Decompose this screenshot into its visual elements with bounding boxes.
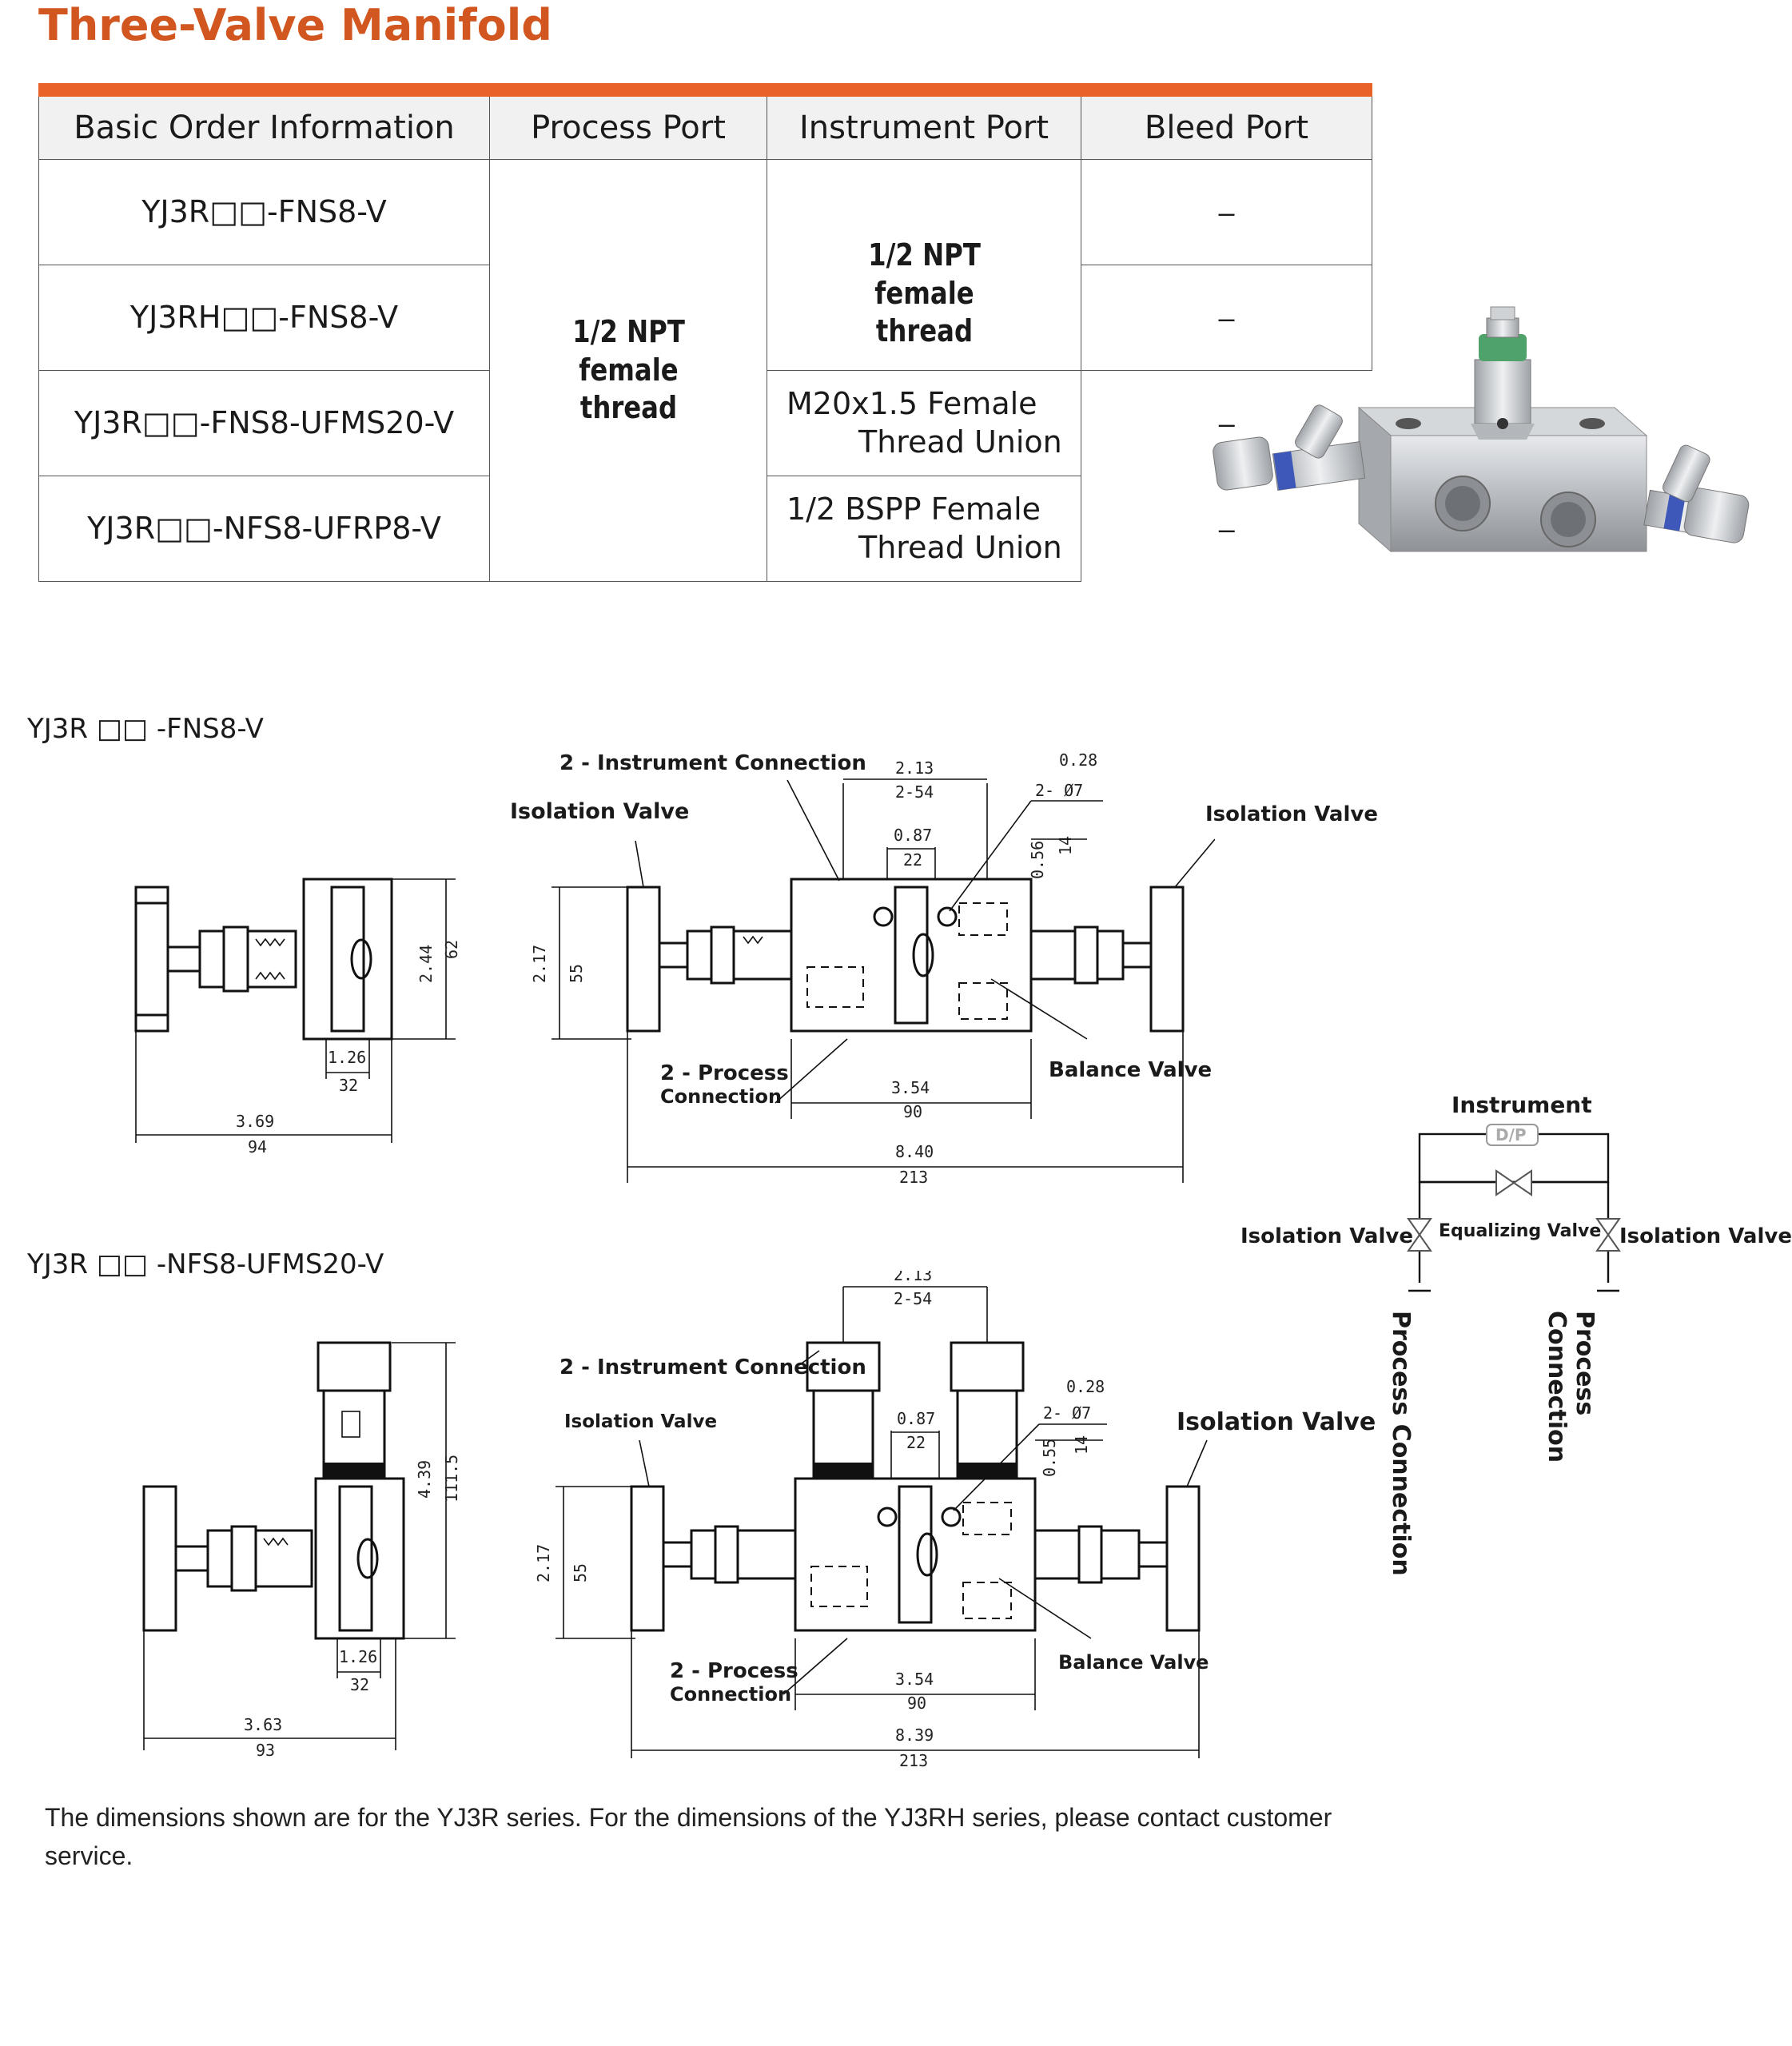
dim-side-w-in: 1.26 (328, 1048, 366, 1067)
diagram1-front-view: 2.17 55 2.13 2-54 0.87 22 0.28 2- Ø7 0.5… (530, 751, 1215, 1187)
dim-total-in: 8.39 (895, 1726, 934, 1745)
dim-body-w-in: 3.54 (891, 1078, 930, 1097)
dim-top-mm: 2-54 (894, 1289, 932, 1308)
instrument-port-bspp-cell: 1/2 BSPP Female Thread Union (767, 476, 1081, 582)
dim-height-in: 2.17 (530, 945, 549, 983)
dim-side-w-mm: 32 (350, 1675, 369, 1694)
union-line-1: 1/2 BSPP Female (786, 492, 1041, 527)
dim-total-mm: 213 (899, 1751, 928, 1770)
diagram2-instrument-connection-label: 2 - Instrument Connection (560, 1355, 866, 1379)
dim-top-in: 2.13 (894, 1271, 932, 1284)
dim-height-mm: 55 (567, 964, 586, 983)
diagram2-side-view: 4.39 111.5 1.26 32 3.63 93 (142, 1341, 461, 1760)
header-basic-order: Basic Order Information (38, 90, 490, 160)
schematic-dp-label: D/P (1495, 1125, 1527, 1144)
dim-body-w-mm: 90 (907, 1694, 926, 1713)
diagram1-balance-valve-label: Balance Valve (1049, 1058, 1213, 1082)
page-title: Three-Valve Manifold (38, 0, 552, 50)
diagram1-instrument-connection-label: 2 - Instrument Connection (560, 751, 866, 775)
process-connection-line-1: 2 - Process (670, 1659, 798, 1683)
union-line-1: M20x1.5 Female (786, 386, 1037, 421)
header-instrument-port: Instrument Port (767, 90, 1081, 160)
diagram2-isolation-valve-right-label: Isolation Valve (1177, 1408, 1376, 1436)
schematic-process-left-label: Process Connection (1387, 1311, 1415, 1576)
dim-side-total-mm: 94 (248, 1137, 267, 1156)
schematic-diagram: D/P (1407, 1124, 1621, 1292)
dim-body-w-mm: 90 (903, 1102, 922, 1121)
bleed-cell: – (1081, 265, 1372, 371)
dim-hole-in: 0.28 (1059, 751, 1097, 770)
dim-edge-in: 0.55 (1040, 1439, 1059, 1477)
diagram1-title: YJ3R □□ -FNS8-V (27, 713, 264, 745)
diagram2-process-connection-label: 2 - Process Connection (670, 1659, 798, 1706)
schematic-equalizing-valve-label: Equalizing Valve (1439, 1221, 1602, 1241)
footnote: The dimensions shown are for the YJ3R se… (45, 1803, 1332, 1870)
dim-edge-in: 0.56 (1028, 841, 1047, 879)
table-row: YJ3RH□□-FNS8-V – (38, 265, 1372, 371)
diagram1-isolation-valve-left-label: Isolation Valve (510, 799, 690, 824)
dim-side-total-mm: 93 (256, 1741, 275, 1760)
model-cell: YJ3R□□-FNS8-V (38, 159, 490, 265)
schematic-process-right-label: Process Connection (1543, 1311, 1599, 1463)
dim-inner-mm: 22 (906, 1433, 926, 1452)
dim-height-mm: 55 (571, 1563, 590, 1582)
dim-inner-in: 0.87 (894, 826, 932, 845)
diagram2-isolation-valve-left-label: Isolation Valve (564, 1411, 718, 1432)
process-connection-line-1: 2 - Process (660, 1061, 789, 1085)
diagram2-front-view: 2.17 55 2.13 2-54 0.87 22 0.28 2- Ø7 0.5… (534, 1271, 1208, 1770)
dim-total-mm: 213 (899, 1168, 928, 1187)
table-row: YJ3R□□-FNS8-V 1/2 NPT female thread 1/2 … (38, 159, 1372, 582)
union-line-2: Thread Union (858, 424, 1062, 460)
dim-side-h-in: 2.44 (416, 945, 436, 983)
schematic-instrument-label: Instrument (1452, 1092, 1592, 1118)
bleed-cell: – (1081, 159, 1372, 265)
dim-side-w-mm: 32 (339, 1076, 358, 1095)
dim-side-total-in: 3.69 (236, 1112, 274, 1131)
dim-height-in: 2.17 (534, 1544, 553, 1582)
model-cell: YJ3R□□-FNS8-UFMS20-V (38, 370, 490, 476)
process-connection-line-2: Connection (670, 1683, 792, 1706)
dim-body-w-in: 3.54 (895, 1670, 934, 1689)
diagram1-isolation-valve-right-label: Isolation Valve (1205, 802, 1378, 826)
schematic-isolation-right-label: Isolation Valve (1619, 1224, 1792, 1248)
dim-edge-mm: 14 (1072, 1435, 1091, 1455)
union-line-2: Thread Union (858, 529, 1062, 565)
dim-side-w-in: 1.26 (339, 1647, 377, 1666)
header-bleed-port: Bleed Port (1081, 90, 1372, 160)
process-port-cell: 1/2 NPT female thread (510, 159, 747, 582)
order-information-table: Basic Order Information Process Port Ins… (38, 83, 1372, 582)
diagram1-side-view: 2.44 62 1.26 32 3.69 94 (134, 878, 461, 1156)
bleed-cell: – (1081, 476, 1372, 582)
dim-top-in: 2.13 (895, 758, 934, 778)
diagram2-balance-valve-label: Balance Valve (1058, 1651, 1209, 1674)
model-cell: YJ3R□□-NFS8-UFRP8-V (38, 476, 490, 582)
dim-top-mm: 2-54 (895, 782, 934, 802)
dim-hole-in: 0.28 (1066, 1377, 1105, 1396)
dim-total-in: 8.40 (895, 1142, 934, 1161)
model-cell: YJ3RH□□-FNS8-V (38, 265, 490, 371)
diagram2-title: YJ3R □□ -NFS8-UFMS20-V (27, 1248, 384, 1280)
table-row: YJ3R□□-NFS8-UFRP8-V 1/2 BSPP Female Thre… (38, 476, 1372, 582)
process-connection-line-2: Connection (660, 1085, 783, 1108)
dim-side-total-in: 3.63 (244, 1715, 282, 1734)
dim-side-h-in: 4.39 (415, 1460, 434, 1499)
dim-inner-in: 0.87 (897, 1409, 935, 1428)
instrument-port-m20-cell: M20x1.5 Female Thread Union (767, 370, 1081, 476)
instrument-port-npt-cell: 1/2 NPT female thread (790, 159, 1058, 371)
diagram1-process-connection-label: 2 - Process Connection (660, 1061, 789, 1108)
dim-side-h-mm: 62 (442, 940, 461, 959)
dim-side-h-mm: 111.5 (442, 1455, 461, 1503)
dim-hole-mm: 2- Ø7 (1035, 781, 1083, 800)
header-process-port: Process Port (489, 90, 767, 160)
manifold-product-image (1213, 306, 1750, 553)
dim-inner-mm: 22 (903, 850, 922, 870)
dim-hole-mm: 2- Ø7 (1043, 1403, 1091, 1423)
schematic-isolation-left-label: Isolation Valve (1240, 1224, 1413, 1248)
table-header-row: Basic Order Information Process Port Ins… (38, 90, 1372, 160)
table-row: YJ3R□□-FNS8-UFMS20-V M20x1.5 Female Thre… (38, 370, 1372, 476)
